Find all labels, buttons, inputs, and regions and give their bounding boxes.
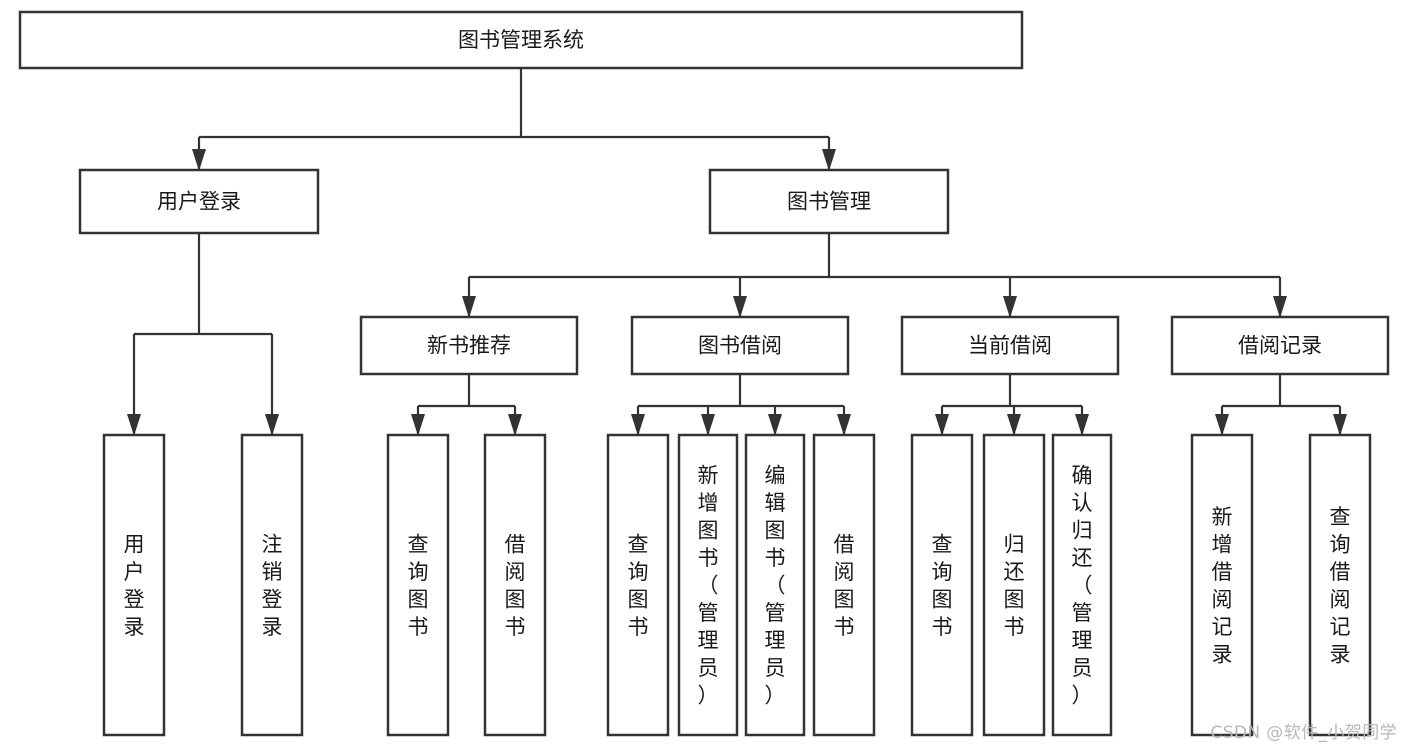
arrow-head-icon bbox=[1007, 414, 1021, 436]
arrow-head-icon bbox=[1333, 414, 1347, 436]
node-label: 查询借阅记录 bbox=[1330, 505, 1351, 667]
node-leaf-borrow-book-2[interactable]: 借阅图书 bbox=[812, 433, 876, 737]
arrow-head-icon bbox=[462, 296, 476, 318]
node-leaf-logout[interactable]: 注销登录 bbox=[240, 433, 304, 737]
node-leaf-query-record[interactable]: 查询借阅记录 bbox=[1308, 433, 1372, 737]
node-label: 图书管理 bbox=[787, 190, 871, 214]
arrow-head-icon bbox=[701, 414, 715, 436]
node-borrow-record[interactable]: 借阅记录 bbox=[1170, 315, 1390, 376]
node-box[interactable] bbox=[630, 315, 850, 376]
arrow-head-icon bbox=[265, 414, 279, 436]
node-label: 新增借阅记录 bbox=[1212, 505, 1233, 667]
node-box[interactable] bbox=[708, 168, 950, 235]
arrow-head-icon bbox=[192, 149, 206, 171]
arrow-head-icon bbox=[768, 414, 782, 436]
node-label: 图书借阅 bbox=[698, 334, 782, 358]
node-leaf-user-login[interactable]: 用户登录 bbox=[102, 433, 166, 737]
node-box[interactable] bbox=[359, 315, 579, 376]
node-box[interactable] bbox=[812, 433, 876, 737]
arrow-head-icon bbox=[411, 414, 425, 436]
node-label: 用户登录 bbox=[124, 532, 145, 639]
node-box[interactable] bbox=[1308, 433, 1372, 737]
node-label: 新书推荐 bbox=[427, 334, 511, 358]
node-box[interactable] bbox=[1051, 433, 1113, 737]
node-label: 编辑图书（管理员） bbox=[765, 464, 786, 708]
node-leaf-add-record[interactable]: 新增借阅记录 bbox=[1190, 433, 1254, 737]
arrow-head-icon bbox=[508, 414, 522, 436]
node-layer: 图书管理系统用户登录图书管理新书推荐图书借阅当前借阅借阅记录用户登录注销登录查询… bbox=[18, 10, 1390, 737]
node-book-manage[interactable]: 图书管理 bbox=[708, 168, 950, 235]
node-box[interactable] bbox=[483, 433, 547, 737]
node-label: 借阅记录 bbox=[1238, 334, 1322, 358]
node-leaf-edit-book[interactable]: 编辑图书（管理员） bbox=[744, 433, 806, 737]
arrow-head-icon bbox=[127, 414, 141, 436]
node-label: 图书管理系统 bbox=[458, 28, 584, 52]
node-box[interactable] bbox=[1170, 315, 1390, 376]
node-label: 注销登录 bbox=[262, 532, 283, 639]
node-new-book-rec[interactable]: 新书推荐 bbox=[359, 315, 579, 376]
node-label: 用户登录 bbox=[157, 190, 241, 214]
node-leaf-add-book[interactable]: 新增图书（管理员） bbox=[677, 433, 739, 737]
arrow-head-icon bbox=[935, 414, 949, 436]
node-book-borrow[interactable]: 图书借阅 bbox=[630, 315, 850, 376]
node-label: 当前借阅 bbox=[968, 334, 1052, 358]
node-leaf-confirm-return[interactable]: 确认归还（管理员） bbox=[1051, 433, 1113, 737]
arrow-head-icon bbox=[631, 414, 645, 436]
node-leaf-query-book-2[interactable]: 查询图书 bbox=[606, 433, 670, 737]
arrow-head-icon bbox=[1003, 296, 1017, 318]
node-label: 查询图书 bbox=[408, 532, 429, 639]
node-box[interactable] bbox=[910, 433, 974, 737]
node-box[interactable] bbox=[1190, 433, 1254, 737]
node-box[interactable] bbox=[744, 433, 806, 737]
node-box[interactable] bbox=[606, 433, 670, 737]
node-leaf-query-book-3[interactable]: 查询图书 bbox=[910, 433, 974, 737]
node-leaf-return-book[interactable]: 归还图书 bbox=[982, 433, 1046, 737]
node-box[interactable] bbox=[386, 433, 450, 737]
watermark-label: CSDN @软件_小贺同学 bbox=[1210, 723, 1397, 743]
node-label: 确认归还（管理员） bbox=[1072, 464, 1093, 708]
arrow-head-icon bbox=[837, 414, 851, 436]
node-leaf-borrow-book-1[interactable]: 借阅图书 bbox=[483, 433, 547, 737]
arrow-head-icon bbox=[1215, 414, 1229, 436]
node-root-system[interactable]: 图书管理系统 bbox=[18, 10, 1024, 70]
node-label: 查询图书 bbox=[628, 532, 649, 639]
node-current-borrow[interactable]: 当前借阅 bbox=[900, 315, 1120, 376]
connector-layer bbox=[127, 68, 1347, 436]
node-label: 归还图书 bbox=[1004, 532, 1025, 639]
arrow-head-icon bbox=[1273, 296, 1287, 318]
node-box[interactable] bbox=[900, 315, 1120, 376]
node-leaf-query-book-1[interactable]: 查询图书 bbox=[386, 433, 450, 737]
node-label: 查询图书 bbox=[932, 532, 953, 639]
node-box[interactable] bbox=[78, 168, 320, 235]
arrow-head-icon bbox=[822, 149, 836, 171]
node-box[interactable] bbox=[18, 10, 1024, 70]
node-box[interactable] bbox=[677, 433, 739, 737]
arrow-head-icon bbox=[733, 296, 747, 318]
node-label: 借阅图书 bbox=[834, 532, 855, 639]
arrow-head-icon bbox=[1075, 414, 1089, 436]
node-label: 借阅图书 bbox=[505, 532, 526, 639]
node-label: 新增图书（管理员） bbox=[698, 464, 719, 708]
node-user-login[interactable]: 用户登录 bbox=[78, 168, 320, 235]
node-box[interactable] bbox=[102, 433, 166, 737]
node-box[interactable] bbox=[240, 433, 304, 737]
node-box[interactable] bbox=[982, 433, 1046, 737]
